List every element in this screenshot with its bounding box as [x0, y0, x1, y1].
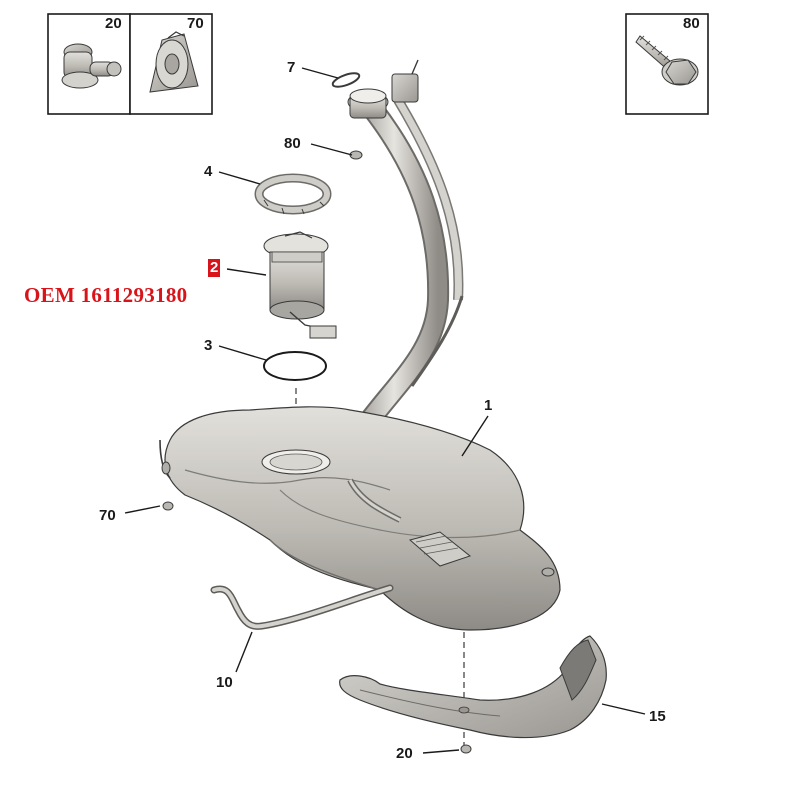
callout-15: 15 — [649, 708, 666, 725]
callout-10: 10 — [216, 674, 233, 691]
leader-lines — [124, 67, 646, 754]
plastic-clip-icon — [149, 31, 199, 93]
push-rivet-20 — [460, 744, 472, 754]
tank-strap-10 — [210, 584, 394, 630]
inset-label-70: 70 — [187, 15, 204, 32]
inset-label-20: 20 — [105, 15, 122, 32]
lock-ring-4 — [254, 173, 332, 215]
seal-3 — [263, 351, 327, 381]
push-rivet-icon — [61, 43, 122, 89]
callout-3: 3 — [204, 337, 213, 354]
filler-head — [347, 59, 419, 119]
inset-box-70 — [129, 13, 213, 115]
callout-1: 1 — [484, 397, 493, 414]
oem-part-number: OEM 1611293180 — [24, 283, 188, 307]
callout-20: 20 — [396, 745, 413, 762]
callout-80: 80 — [284, 135, 301, 152]
callout-2-highlighted: 2 — [208, 259, 221, 277]
callout-4: 4 — [204, 163, 213, 180]
inset-box-80 — [625, 13, 709, 115]
flange-bolt-icon — [635, 35, 699, 86]
callout-70: 70 — [99, 507, 116, 524]
fuel-pump-module-2 — [263, 231, 337, 339]
inset-label-80: 80 — [683, 15, 700, 32]
callout-7: 7 — [287, 59, 296, 76]
o-ring-7 — [331, 72, 361, 88]
clip-70 — [162, 501, 174, 511]
fuel-tank-1 — [159, 406, 561, 631]
heat-shield-15 — [339, 635, 607, 739]
inset-box-20 — [47, 13, 131, 115]
